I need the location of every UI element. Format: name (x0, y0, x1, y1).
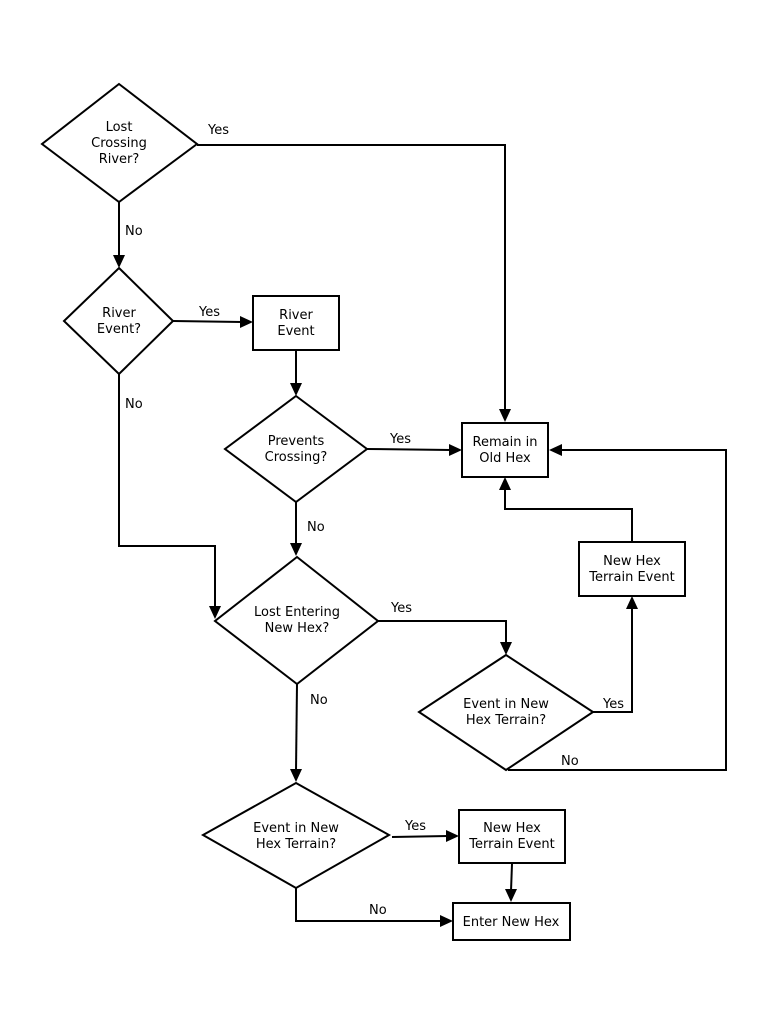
node-label: River (102, 306, 136, 321)
node-label: Lost Entering (254, 605, 340, 620)
edge-label-river-event-yes: Yes (198, 305, 220, 320)
node-river-event-question: River Event? (62, 266, 175, 376)
edge-label-lost-crossing-no: No (125, 224, 143, 239)
node-label: New Hex? (265, 621, 330, 636)
edge-label-event-terrain-bottom-yes: Yes (404, 819, 426, 834)
edge-prevents-yes (366, 444, 462, 456)
edge-river-event-yes (172, 316, 253, 328)
node-label: Remain in (473, 435, 538, 450)
edge-label-lost-entering-no: No (310, 693, 328, 708)
node-label: Crossing (91, 136, 147, 151)
edge-river-event-no (118, 374, 221, 619)
node-label: Event in New (253, 821, 339, 836)
edge-event-terrain-bottom-yes (391, 830, 459, 842)
node-label: Hex Terrain? (466, 713, 546, 728)
node-label: Hex Terrain? (256, 837, 336, 852)
node-label: Terrain Event (588, 570, 674, 585)
node-river-event: River Event (252, 295, 340, 351)
edge-terrain-event-bottom-to-enter (505, 863, 517, 902)
edge-label-event-terrain-bottom-no: No (369, 903, 387, 918)
edge-event-terrain-right-no (508, 444, 727, 771)
node-label: River? (99, 152, 140, 167)
node-label: Terrain Event (468, 837, 554, 852)
node-label: Crossing? (265, 450, 328, 465)
edge-label-prevents-yes: Yes (389, 432, 411, 447)
edge-event-terrain-right-yes (593, 596, 638, 713)
edge-event-terrain-bottom-no (295, 888, 453, 927)
node-label: Event? (97, 322, 141, 337)
node-enter-new-hex: Enter New Hex (452, 902, 571, 941)
edge-river-event-to-prevents (290, 350, 302, 396)
edge-lost-entering-yes (378, 620, 512, 655)
edge-lost-crossing-no (113, 202, 125, 268)
node-label: Event (277, 324, 314, 339)
edge-label-event-terrain-right-no: No (561, 754, 579, 769)
edge-terrain-event-right-to-remain (499, 477, 633, 542)
node-event-in-new-hex-terrain-bottom: Event in New Hex Terrain? (200, 781, 392, 890)
edge-lost-entering-no (290, 683, 302, 782)
node-event-in-new-hex-terrain-right: Event in New Hex Terrain? (417, 653, 595, 772)
node-lost-entering-new-hex: Lost Entering New Hex? (213, 555, 380, 686)
node-label: Prevents (268, 434, 325, 449)
edge-label-river-event-no: No (125, 397, 143, 412)
edge-label-lost-crossing-yes: Yes (207, 123, 229, 138)
edge-label-event-terrain-right-yes: Yes (602, 697, 624, 712)
node-prevents-crossing: Prevents Crossing? (223, 394, 369, 504)
edge-prevents-no (290, 502, 302, 556)
node-new-hex-terrain-event-bottom: New Hex Terrain Event (458, 809, 566, 864)
node-lost-crossing-river: Lost Crossing River? (40, 82, 199, 204)
edge-lost-crossing-yes (197, 144, 511, 422)
node-label: Enter New Hex (463, 915, 560, 930)
node-new-hex-terrain-event-right: New Hex Terrain Event (578, 541, 686, 597)
node-label: New Hex (483, 821, 541, 836)
node-label: River (279, 308, 313, 323)
edge-label-prevents-no: No (307, 520, 325, 535)
node-remain-in-old-hex: Remain in Old Hex (461, 422, 549, 478)
node-label: New Hex (603, 554, 661, 569)
node-label: Event in New (463, 697, 549, 712)
node-label: Lost (106, 120, 133, 135)
node-label: Old Hex (479, 451, 531, 466)
edge-label-lost-entering-yes: Yes (390, 601, 412, 616)
